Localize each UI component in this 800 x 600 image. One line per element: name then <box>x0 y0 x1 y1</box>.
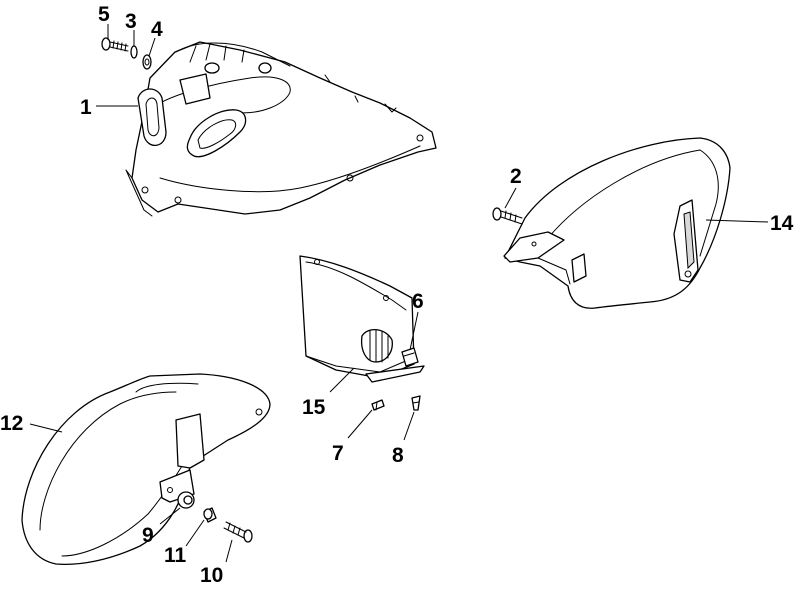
part-12-front-mudguard <box>21 373 271 566</box>
callout-4: 4 <box>151 18 163 41</box>
part-2-bolt <box>492 207 523 225</box>
callout-12: 12 <box>0 412 23 435</box>
part-15-splash-guard <box>299 255 425 383</box>
callout-14: 14 <box>770 212 794 235</box>
leader-lines <box>29 24 769 563</box>
leader-10 <box>225 539 233 563</box>
leader-15 <box>329 367 355 393</box>
callout-1: 1 <box>80 96 92 119</box>
leader-2 <box>504 187 517 209</box>
part-7-screw <box>371 399 385 411</box>
part-3-washer <box>130 45 138 59</box>
callout-2: 2 <box>510 165 522 188</box>
callout-6: 6 <box>412 290 424 313</box>
callout-10: 10 <box>200 564 223 587</box>
callout-9: 9 <box>142 524 154 547</box>
leader-6 <box>409 311 419 351</box>
leader-14 <box>705 219 769 223</box>
part-9-spacer <box>177 491 195 509</box>
callout-15: 15 <box>302 396 326 419</box>
part-11-bush <box>203 507 217 523</box>
callout-5: 5 <box>98 3 110 26</box>
leader-8 <box>403 411 415 441</box>
part-10-bolt <box>223 521 253 543</box>
part-8-screw <box>411 395 421 411</box>
part-5-screw <box>101 37 129 52</box>
leader-9 <box>159 507 181 525</box>
part-1-inner-cover <box>125 41 437 217</box>
part-4-grommet <box>142 54 152 70</box>
leader-4 <box>148 37 156 57</box>
callout-11: 11 <box>164 544 187 567</box>
leader-11 <box>185 519 205 547</box>
callout-3: 3 <box>125 10 137 33</box>
callout-7: 7 <box>332 442 344 465</box>
part-14-rear-mudguard <box>503 137 731 309</box>
leader-7 <box>347 409 373 439</box>
leader-12 <box>29 423 63 433</box>
callout-8: 8 <box>392 444 404 467</box>
callout-labels: 1 5 3 4 2 14 6 15 7 8 12 9 11 10 <box>0 3 794 587</box>
